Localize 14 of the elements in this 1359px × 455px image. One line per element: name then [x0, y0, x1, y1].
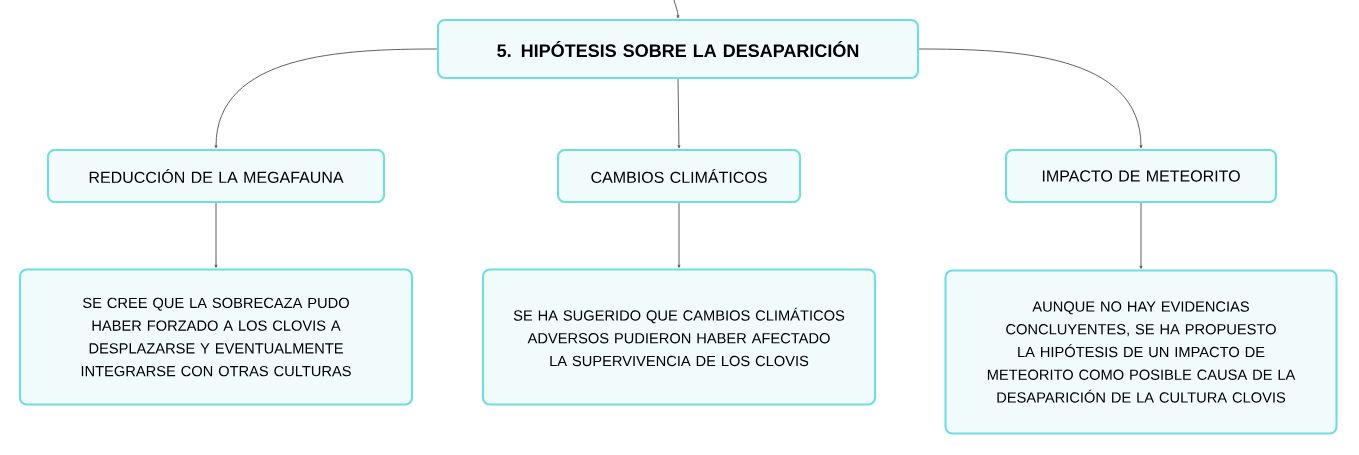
subtopic-box: CAMBIOS CLIMÁTICOS	[556, 148, 802, 204]
arrow	[1139, 202, 1143, 269]
arrow	[918, 48, 1143, 149]
description-box: SE HA SUGERIDO QUE CAMBIOS CLIMÁTICOS ADVERSOS PUDIERON HABER AFECTADO LA SUPERVIVENCIA DE LOS CLOVIS	[481, 268, 877, 406]
arrow	[677, 78, 681, 149]
arrow	[677, 202, 681, 268]
arrow	[673, 0, 680, 19]
subtopic-box: REDUCCIÓN DE LA MEGAFAUNA	[46, 148, 386, 204]
description-box: AUNQUE NO HAY EVIDENCIAS CONCLUYENTES, SE HA PROPUESTO LA HIPÓTESIS DE UN IMPACTO DE METEORITO COMO POSIBLE CAUSA DE LA DESAPARICIÓN DE LA CULTURA CLOVIS	[944, 269, 1338, 435]
subtopic-box: IMPACTO DE METEORITO	[1004, 148, 1278, 204]
description-box: SE CREE QUE LA SOBRECAZA PUDO HABER FORZADO A LOS CLOVIS A DESPLAZARSE Y EVENTUALMENTE INTEGRARSE CON OTRAS CULTURAS	[18, 268, 414, 406]
arrow	[214, 48, 438, 149]
arrow	[214, 202, 218, 268]
topic-box: 5. HIPÓTESIS SOBRE LA DESAPARICIÓN	[436, 18, 920, 80]
